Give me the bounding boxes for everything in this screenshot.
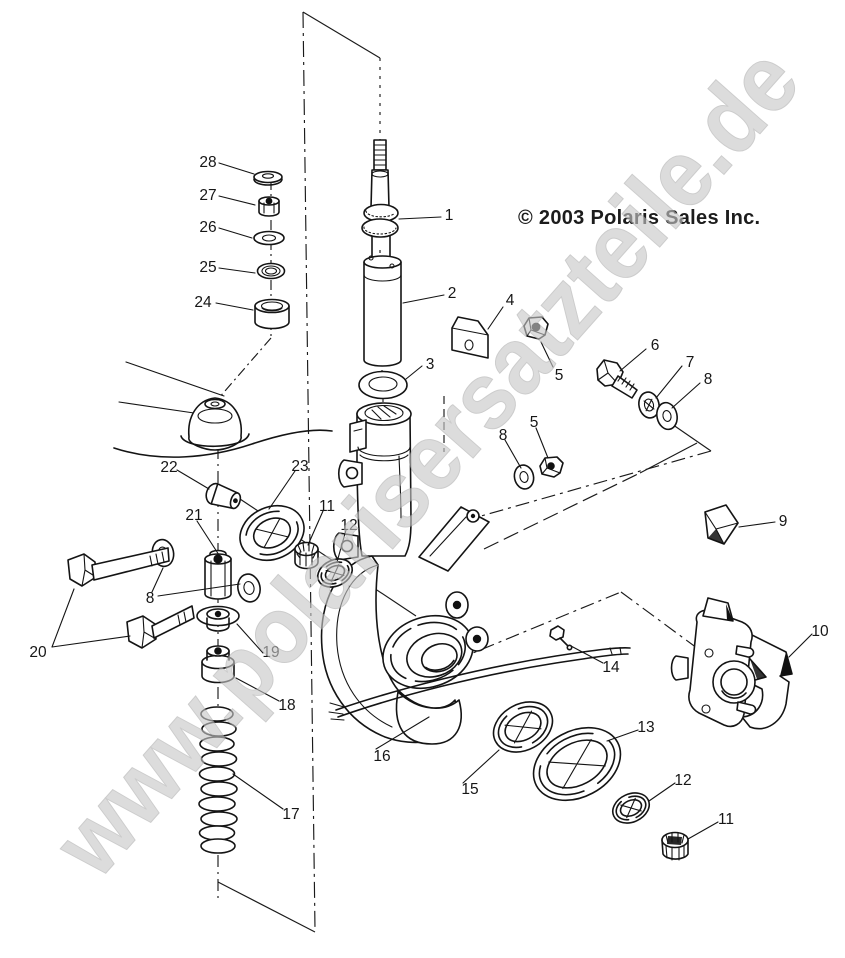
part-washer-26 — [253, 230, 285, 246]
part-washer-19 — [196, 605, 240, 632]
part-sensor-14 — [328, 625, 631, 721]
part-washer-8-left2 — [237, 573, 261, 603]
part-locknut-27 — [258, 196, 280, 217]
part-wedge-9 — [704, 504, 739, 545]
callout-7: 7 — [686, 354, 695, 371]
callout-12-right: 12 — [674, 772, 691, 789]
part-splined-nut-11-right — [661, 831, 689, 861]
callout-13: 13 — [637, 719, 654, 736]
callout-26: 26 — [199, 219, 216, 236]
callout-11-right: 11 — [718, 811, 734, 828]
part-nut-5-upper — [523, 316, 549, 340]
part-nut-5-mid — [539, 456, 564, 478]
part-seal-12-right — [611, 792, 651, 824]
callout-9: 9 — [779, 513, 788, 530]
callout-3: 3 — [426, 356, 435, 373]
part-seal-23 — [239, 504, 305, 562]
callout-5-mid: 5 — [530, 414, 539, 431]
part-ring-13 — [532, 726, 622, 802]
callout-28: 28 — [199, 154, 216, 171]
copyright-notice: © 2003 Polaris Sales Inc. — [518, 207, 760, 229]
callout-10: 10 — [811, 623, 829, 640]
part-washer-7 — [638, 391, 660, 419]
callout-20: 20 — [29, 644, 47, 661]
callout-25: 25 — [199, 259, 216, 276]
part-washer-25 — [256, 262, 286, 280]
part-knuckle-16 — [320, 402, 490, 745]
callout-8-right: 8 — [704, 371, 713, 388]
callout-27: 27 — [199, 187, 216, 204]
part-strut-body-2 — [363, 255, 402, 367]
part-spring-17 — [198, 706, 238, 854]
callout-16: 16 — [373, 748, 390, 765]
callout-5-upper: 5 — [555, 367, 564, 384]
part-bracket-4 — [451, 316, 489, 359]
callout-6: 6 — [651, 337, 660, 354]
callout-4: 4 — [506, 292, 515, 309]
callout-22: 22 — [160, 459, 177, 476]
callout-23: 23 — [291, 458, 308, 475]
part-nut-21 — [204, 549, 232, 600]
watermark-text: www.polarisersatzteile.de — [34, 28, 820, 897]
part-seal-15 — [492, 701, 554, 753]
part-washer-8-mid — [513, 464, 535, 490]
part-fitting-22 — [205, 482, 242, 510]
part-cap-28 — [253, 170, 283, 186]
part-washer-8-right — [656, 401, 678, 431]
part-balljoint-boot — [113, 361, 333, 458]
part-bushing-24 — [254, 298, 290, 330]
callout-2: 2 — [448, 285, 457, 302]
callout-18: 18 — [278, 697, 295, 714]
leader-lines — [51, 162, 813, 840]
part-bolt-20-upper — [67, 547, 170, 587]
callout-11-left: 11 — [319, 498, 335, 515]
callout-21: 21 — [185, 507, 202, 524]
callout-14: 14 — [602, 659, 620, 676]
callout-12-left: 12 — [340, 517, 357, 534]
part-strut-rod-1 — [361, 139, 399, 263]
callout-8-left: 8 — [146, 590, 155, 607]
part-splined-nut-11-left — [294, 541, 319, 570]
callout-24: 24 — [194, 294, 212, 311]
callout-17: 17 — [282, 806, 299, 823]
part-bolt-6 — [596, 359, 638, 399]
callout-19: 19 — [262, 644, 279, 661]
part-caliper-10 — [670, 597, 793, 730]
part-seal-12-left — [316, 558, 354, 588]
part-bolt-20-lower — [126, 605, 195, 649]
parts-artwork — [67, 139, 793, 861]
part-washer-3 — [358, 370, 408, 400]
callout-1: 1 — [445, 207, 454, 224]
callout-15: 15 — [461, 781, 478, 798]
callout-labels: 1 2 3 4 5 5 6 7 8 8 8 9 10 11 11 12 12 1… — [29, 154, 829, 828]
callout-8-mid: 8 — [499, 427, 508, 444]
part-bushing-18 — [201, 645, 235, 684]
